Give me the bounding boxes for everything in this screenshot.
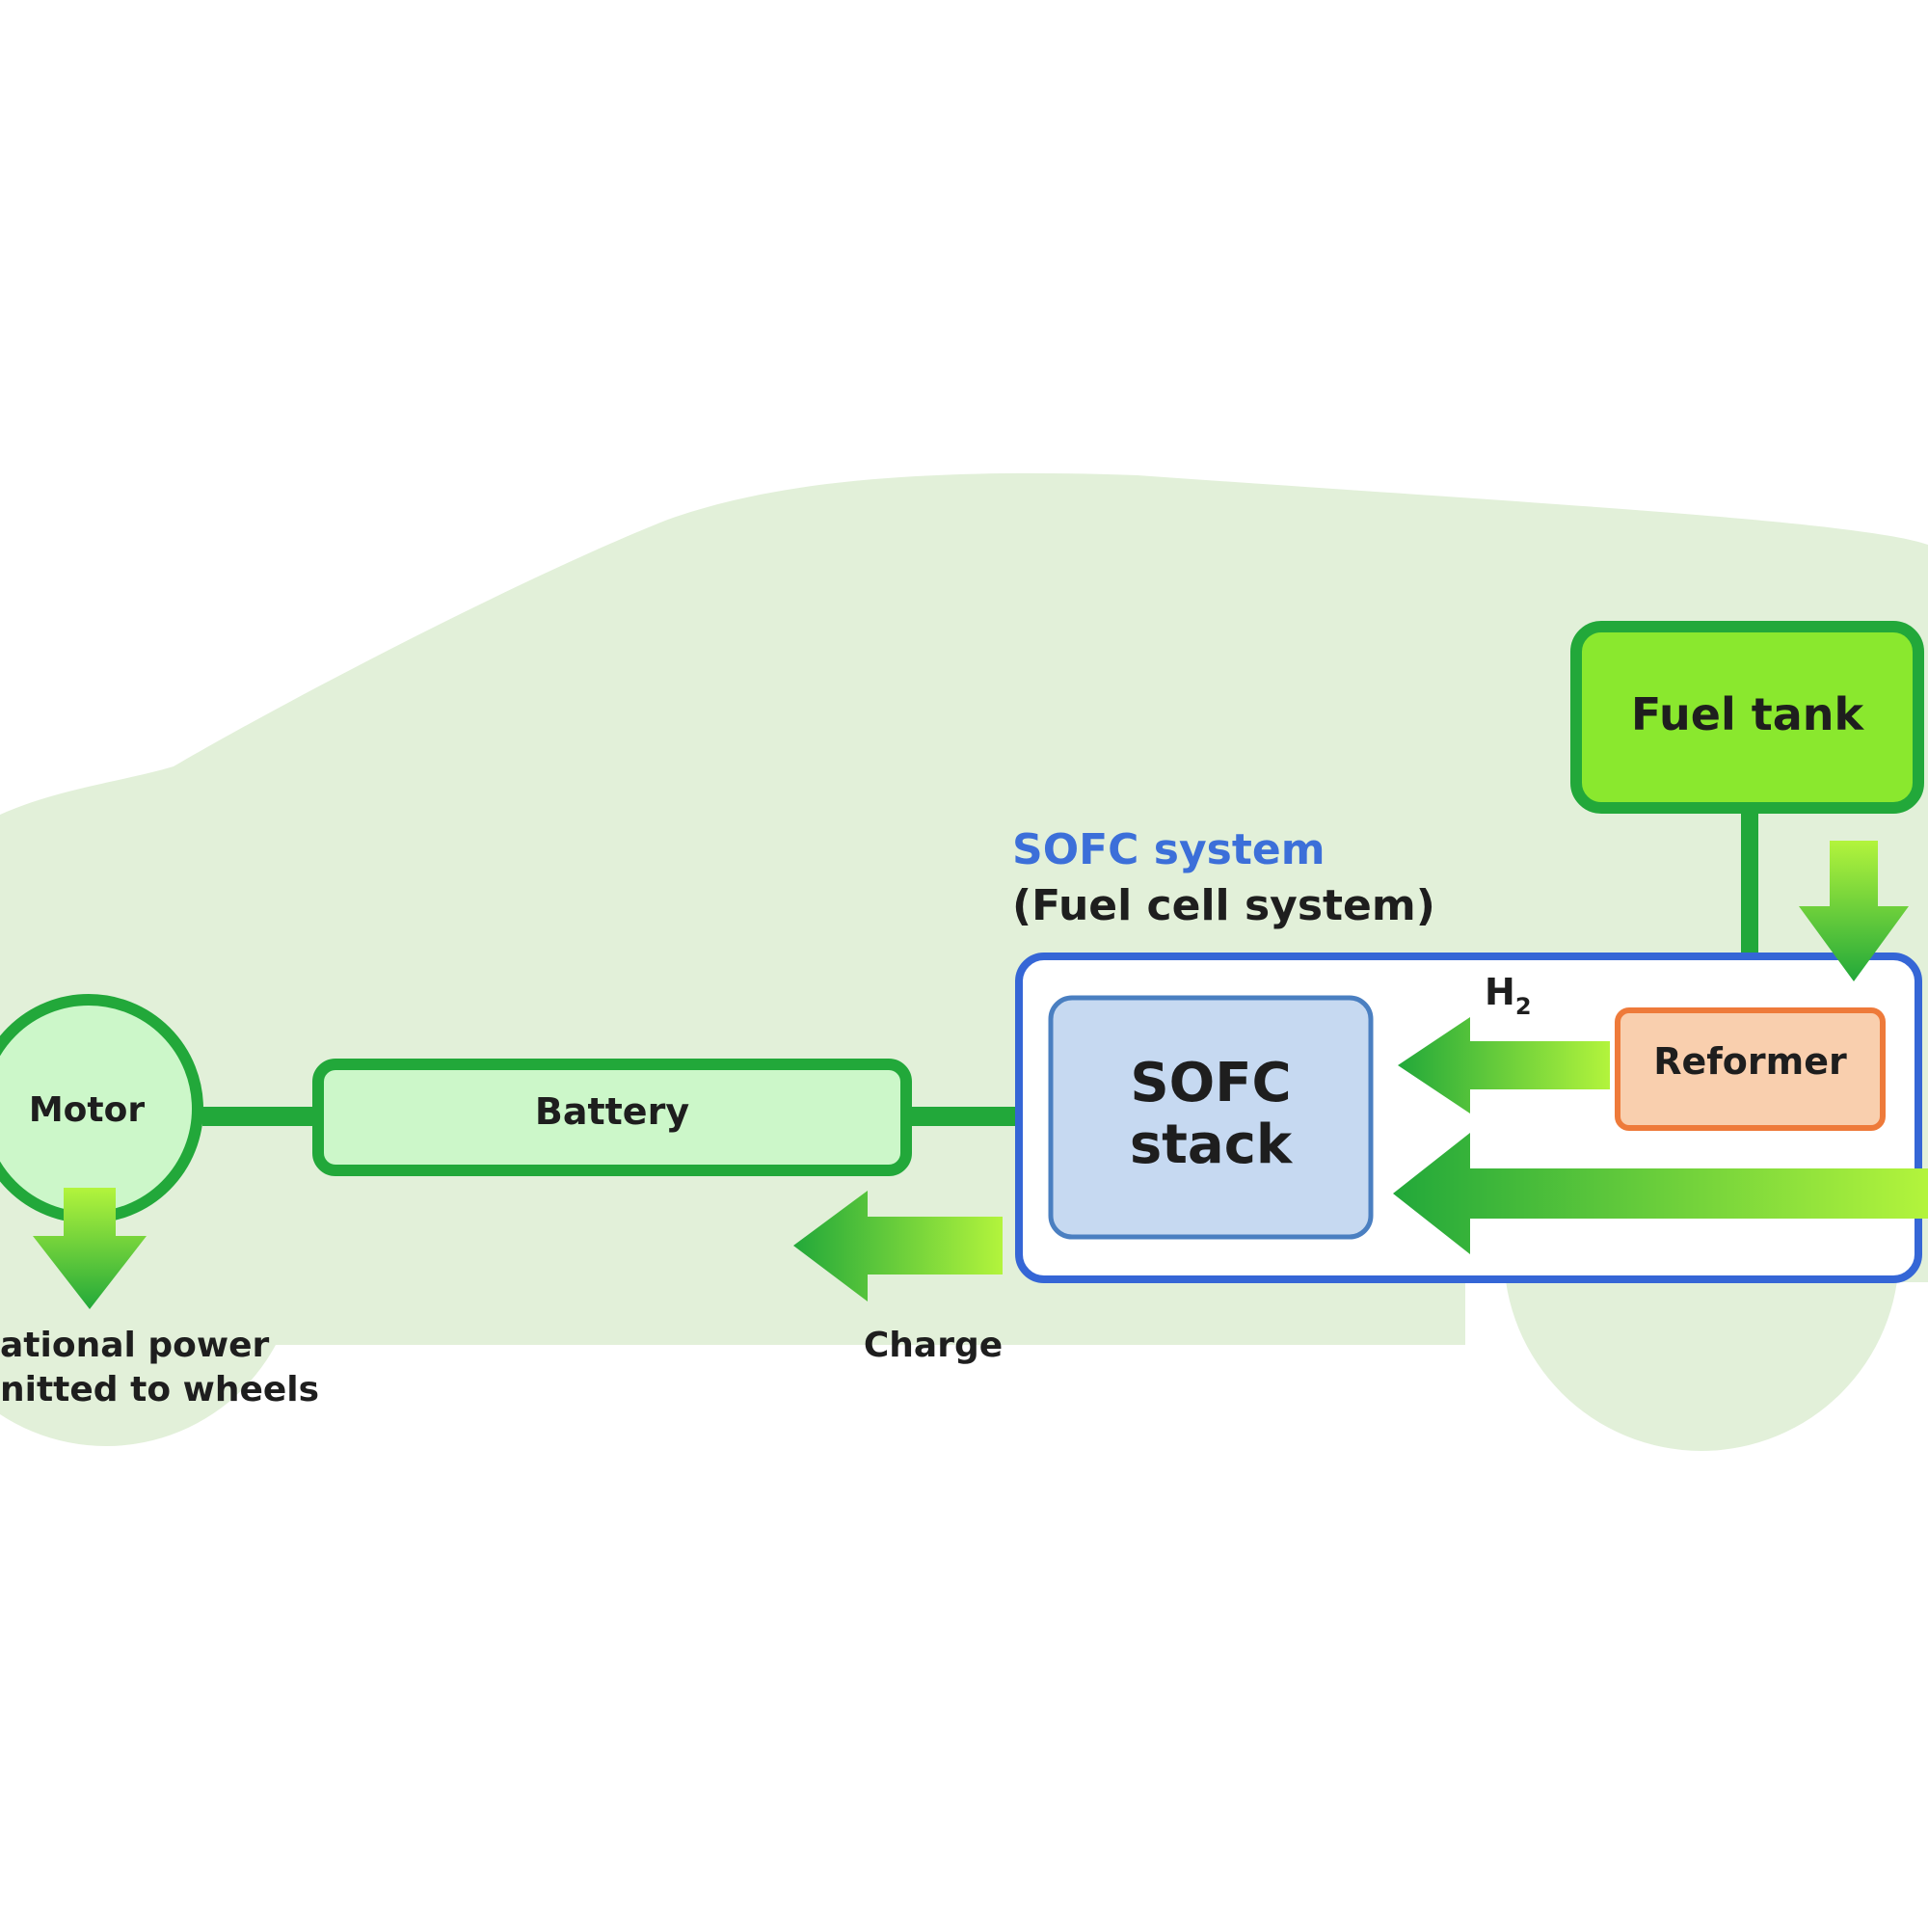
fuel-direct-arrow bbox=[1393, 1133, 1928, 1254]
h2-arrow bbox=[1398, 1017, 1610, 1114]
fuel-tank-node bbox=[1570, 621, 1924, 814]
fuel-tank-label: Fuel tank bbox=[1630, 688, 1864, 740]
wheels-label-line1: ational power bbox=[0, 1326, 270, 1365]
fuel-supply-arrow bbox=[1799, 841, 1909, 981]
charge-label: Charge bbox=[863, 1326, 1004, 1365]
charge-arrow bbox=[793, 1191, 1003, 1301]
sofc-stack-label-line1: SOFC bbox=[1130, 1052, 1292, 1114]
reformer-label: Reformer bbox=[1653, 1040, 1847, 1083]
h2-label: H2 bbox=[1485, 971, 1532, 1018]
sofc-stack-node bbox=[1048, 995, 1374, 1240]
wheels-label-line2: nitted to wheels bbox=[0, 1370, 320, 1409]
sofc-system-subtitle: (Fuel cell system) bbox=[1012, 881, 1435, 930]
sofc-system-title: SOFC system bbox=[1012, 825, 1326, 874]
h2-label-main: H bbox=[1485, 971, 1515, 1013]
wheel-power-arrow bbox=[33, 1188, 147, 1309]
sofc-stack-label-line2: stack bbox=[1129, 1114, 1293, 1176]
motor-label: Motor bbox=[28, 1090, 146, 1130]
reformer-node bbox=[1615, 1007, 1886, 1131]
battery-node bbox=[312, 1059, 912, 1176]
h2-label-sub: 2 bbox=[1514, 993, 1532, 1020]
battery-label: Battery bbox=[534, 1090, 690, 1133]
